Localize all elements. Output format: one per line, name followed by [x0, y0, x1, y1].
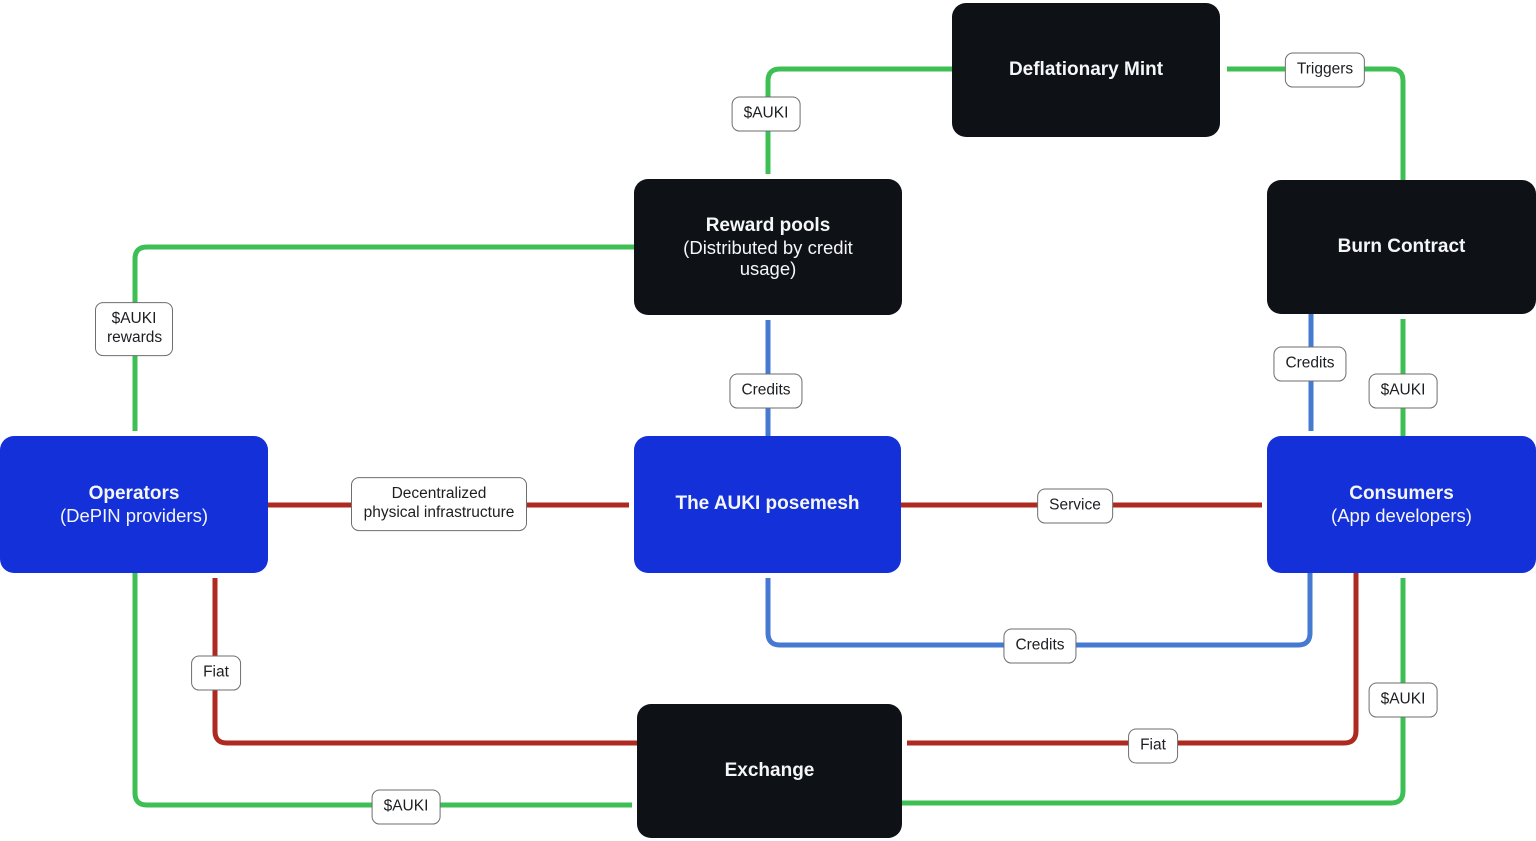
edge-label-service: Service — [1037, 488, 1113, 524]
node-consumers: Consumers (App developers) — [1267, 436, 1536, 573]
node-title: Exchange — [724, 759, 815, 781]
node-reward-pools: Reward pools (Distributed by credit usag… — [634, 179, 902, 315]
edge-rewardpools-to-operators-green — [132, 244, 634, 431]
node-burn-contract: Burn Contract — [1267, 180, 1536, 314]
edge-label-credits-consumers-to-posemesh: Credits — [1003, 628, 1077, 664]
edge-label-sauki-mint-to-rewards: $AUKI — [731, 96, 801, 132]
edge-consumers-to-exchange-red — [907, 573, 1359, 746]
edge-label-triggers: Triggers — [1284, 52, 1366, 88]
node-operators: Operators (DePIN providers) — [0, 436, 268, 573]
edge-label-fiat-exchange-to-operators: Fiat — [191, 655, 241, 691]
edge-label-sauki-rewards: $AUKI rewards — [95, 302, 173, 356]
edge-label-credits-posemesh-to-rewards: Credits — [729, 373, 803, 409]
node-title: The AUKI posemesh — [675, 493, 860, 515]
node-deflationary-mint: Deflationary Mint — [952, 3, 1220, 137]
edge-label-sauki-operators-to-exchange: $AUKI — [371, 789, 441, 825]
edge-exchange-to-operators-red — [212, 578, 637, 746]
edge-label-credits-burn-to-consumers: Credits — [1273, 346, 1347, 382]
node-auki-posemesh: The AUKI posemesh — [634, 436, 901, 573]
edge-exchange-to-consumers-green — [902, 578, 1406, 806]
node-subtitle: (App developers) — [1331, 504, 1472, 526]
node-subtitle: (Distributed by credit usage) — [683, 236, 853, 280]
edge-label-sauki-consumers-to-burn: $AUKI — [1368, 373, 1438, 409]
node-title: Deflationary Mint — [1008, 58, 1164, 80]
edge-label-decentralized-physical-infrastructure: Decentralized physical infrastructure — [351, 477, 527, 531]
node-title: Operators — [88, 482, 180, 504]
edge-mint-to-rewardpools-green — [765, 66, 952, 174]
node-subtitle: (DePIN providers) — [59, 504, 209, 526]
edge-operators-to-exchange-green — [132, 573, 632, 808]
node-title: Reward pools — [705, 214, 831, 236]
node-exchange: Exchange — [637, 704, 902, 838]
edge-label-sauki-exchange-to-consumers: $AUKI — [1368, 682, 1438, 718]
edge-burncontract-to-mint-green — [1227, 66, 1406, 180]
node-title: Burn Contract — [1337, 235, 1466, 257]
edge-label-fiat-consumers-to-exchange: Fiat — [1128, 728, 1178, 764]
node-title: Consumers — [1349, 482, 1454, 504]
